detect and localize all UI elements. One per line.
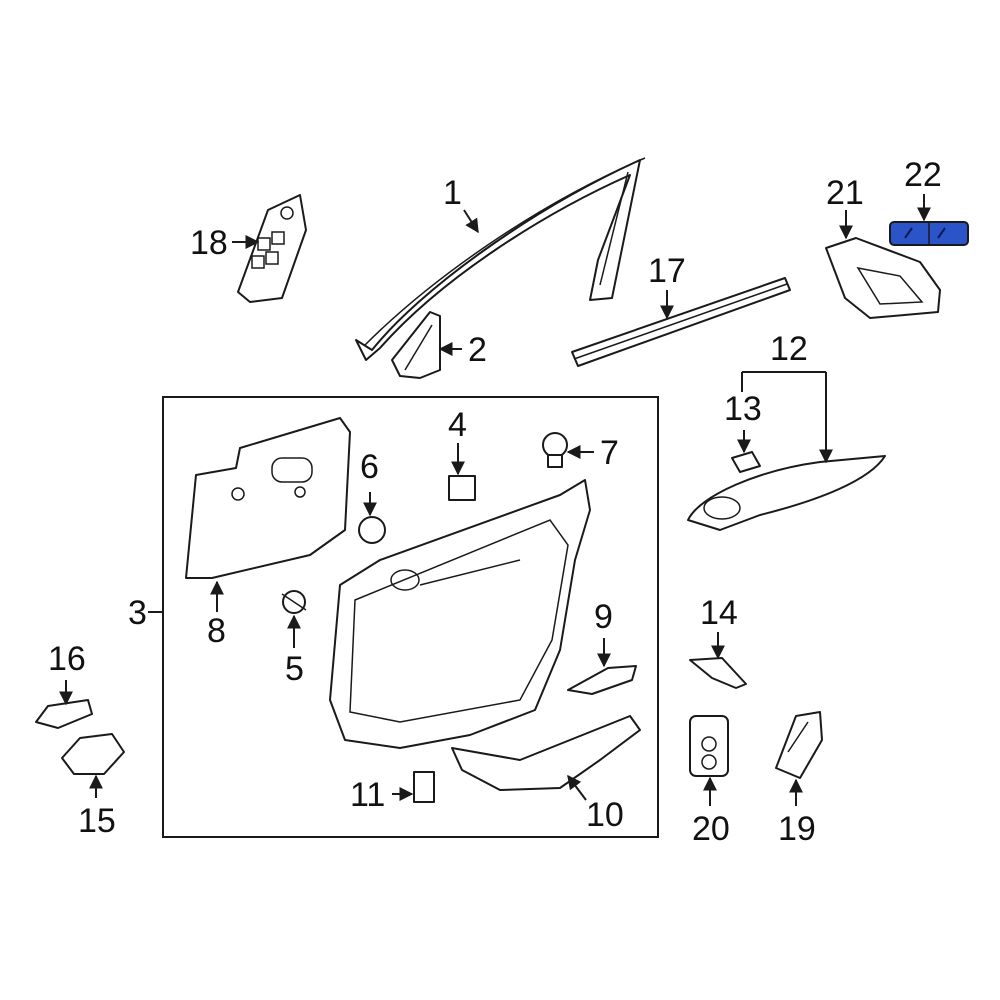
- part-16-clip[interactable]: [35, 699, 93, 729]
- part-13-clip[interactable]: [731, 451, 761, 473]
- part-18-window-switch[interactable]: [237, 194, 307, 303]
- part-2-mirror-corner-trim[interactable]: [391, 311, 441, 379]
- callout-8: 8: [207, 612, 226, 650]
- part-8-insulator-pad[interactable]: [185, 417, 351, 579]
- callout-21: 21: [826, 174, 864, 212]
- part-22-seat-switch-cap[interactable]: [889, 221, 969, 246]
- callout-2: 2: [468, 331, 487, 369]
- part-3-door-trim-panel[interactable]: [329, 479, 591, 749]
- door-panel-group-box: [162, 396, 659, 838]
- callout-9: 9: [594, 598, 613, 636]
- part-11-clip[interactable]: [413, 771, 435, 803]
- part-6-fastener[interactable]: [358, 516, 386, 544]
- callout-13: 13: [724, 390, 762, 428]
- callout-20: 20: [692, 810, 730, 848]
- part-10-armrest[interactable]: [451, 715, 641, 791]
- callout-14: 14: [700, 594, 738, 632]
- callout-11: 11: [350, 776, 385, 814]
- callout-10: 10: [586, 796, 624, 834]
- callout-19: 19: [778, 810, 816, 848]
- part-1-window-frame-molding[interactable]: [355, 157, 646, 361]
- callout-12: 12: [770, 330, 808, 368]
- part-4-clip[interactable]: [448, 475, 476, 501]
- callout-5: 5: [285, 650, 304, 688]
- part-20-switch[interactable]: [689, 715, 729, 777]
- callout-6: 6: [360, 448, 379, 486]
- part-9-door-handle[interactable]: [567, 665, 637, 695]
- callout-4: 4: [448, 406, 467, 444]
- callout-1: 1: [443, 174, 462, 212]
- part-19-switch[interactable]: [775, 711, 823, 779]
- part-14-bracket[interactable]: [689, 657, 747, 689]
- callout-7: 7: [600, 434, 619, 472]
- part-21-seat-switch[interactable]: [825, 237, 941, 319]
- callout-18: 18: [190, 224, 228, 262]
- part-12-decor-trim[interactable]: [687, 455, 886, 531]
- callout-15: 15: [78, 802, 116, 840]
- callout-22: 22: [904, 156, 942, 194]
- part-7-retainer[interactable]: [542, 432, 568, 468]
- part-15-switch-housing[interactable]: [61, 733, 125, 775]
- part-5-fastener[interactable]: [281, 590, 307, 614]
- callout-3: 3: [128, 594, 147, 632]
- part-17-belt-weatherstrip[interactable]: [571, 277, 791, 367]
- callout-16: 16: [48, 640, 86, 678]
- callout-17: 17: [648, 252, 686, 290]
